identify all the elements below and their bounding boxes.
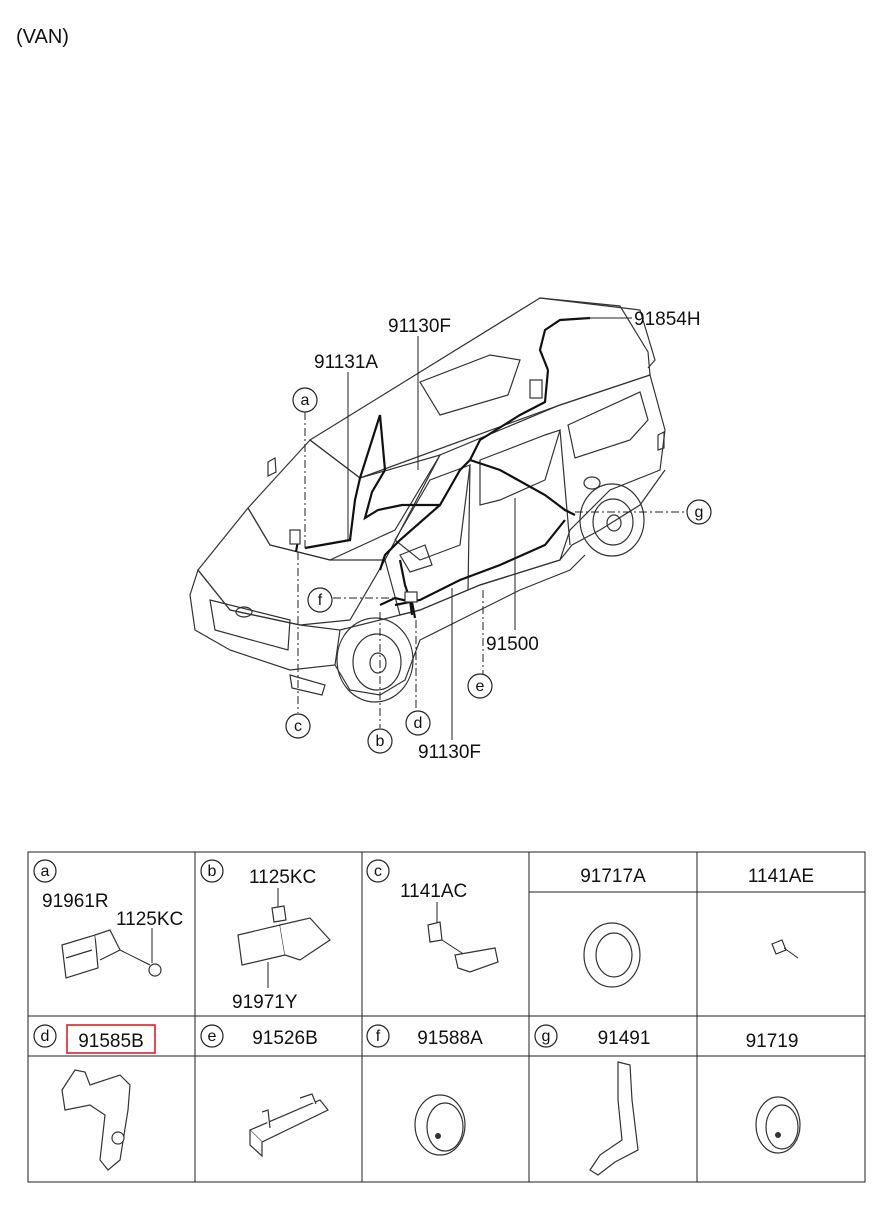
svg-text:b: b xyxy=(376,733,385,750)
variant-label: (VAN) xyxy=(16,26,69,48)
van-outline xyxy=(189,297,666,703)
svg-text:a: a xyxy=(41,863,50,880)
label-91131A: 91131A xyxy=(314,352,378,373)
label-91500: 91500 xyxy=(486,634,539,655)
svg-text:f: f xyxy=(376,1028,381,1045)
part-1125KC-b: 1125KC xyxy=(249,867,316,888)
cell-91719: 91719 xyxy=(746,1031,801,1154)
svg-text:e: e xyxy=(208,1028,217,1045)
part-91971Y: 91971Y xyxy=(232,992,298,1013)
part-91588A: 91588A xyxy=(417,1028,483,1049)
part-91961R: 91961R xyxy=(42,891,109,912)
cell-1141AE: 1141AE xyxy=(748,866,814,959)
svg-text:d: d xyxy=(41,1028,50,1045)
label-91130F-top: 91130F xyxy=(388,316,451,337)
cell-c: c 1141AC xyxy=(366,859,499,973)
part-91526B: 91526B xyxy=(252,1028,318,1049)
harness-bracket-icon xyxy=(61,1069,131,1171)
relay-bracket-icon xyxy=(237,888,331,988)
bracket-icon xyxy=(61,928,162,979)
callout-e: e xyxy=(467,673,493,699)
part-91717A: 91717A xyxy=(580,866,646,887)
part-91585B: 91585B xyxy=(78,1031,144,1052)
svg-text:g: g xyxy=(695,504,704,521)
svg-text:b: b xyxy=(208,863,217,880)
callout-a: a xyxy=(292,387,318,413)
label-91854H: 91854H xyxy=(634,309,701,330)
part-labels: 91854H 91130F 91131A 91500 91130F xyxy=(314,309,701,763)
plug-icon xyxy=(414,1094,466,1156)
part-1125KC-a: 1125KC xyxy=(116,909,183,930)
part-91719: 91719 xyxy=(746,1031,799,1052)
cell-d: d 91585B xyxy=(33,1024,156,1171)
svg-text:c: c xyxy=(374,863,382,880)
cell-91717A: 91717A xyxy=(580,866,646,988)
callouts: a f c b d e g xyxy=(285,387,712,754)
svg-text:e: e xyxy=(476,678,485,695)
svg-text:d: d xyxy=(414,715,423,732)
svg-text:c: c xyxy=(294,718,302,735)
cell-e: e 91526B xyxy=(200,1024,329,1158)
callout-b: b xyxy=(367,728,393,754)
cell-g: g 91491 xyxy=(534,1024,651,1176)
wiring-harness xyxy=(289,316,591,619)
callout-d: d xyxy=(405,710,431,736)
part-1141AC: 1141AC xyxy=(400,881,467,902)
screw-icon xyxy=(771,939,799,959)
cell-b: b 1125KC 91971Y xyxy=(200,859,331,1013)
svg-text:a: a xyxy=(301,392,310,409)
callout-f: f xyxy=(307,587,333,613)
plug-cap-icon xyxy=(755,1096,801,1154)
parts-table xyxy=(27,851,866,1183)
cell-f: f 91588A xyxy=(366,1024,483,1156)
callout-c: c xyxy=(285,713,311,739)
highlight-box xyxy=(66,1024,156,1054)
part-91491: 91491 xyxy=(598,1028,651,1049)
leader-lines xyxy=(297,317,686,740)
clip-bracket-icon xyxy=(427,902,499,973)
label-91130F-bottom: 91130F xyxy=(418,742,481,763)
svg-text:g: g xyxy=(542,1028,551,1045)
protector-icon xyxy=(248,1093,329,1158)
callout-g: g xyxy=(686,499,712,525)
part-1141AE: 1141AE xyxy=(748,866,814,887)
svg-text:f: f xyxy=(318,592,323,609)
cell-a: a 91961R 1125KC xyxy=(33,859,183,979)
long-bracket-icon xyxy=(589,1061,639,1176)
grommet-ring-icon xyxy=(583,922,641,988)
